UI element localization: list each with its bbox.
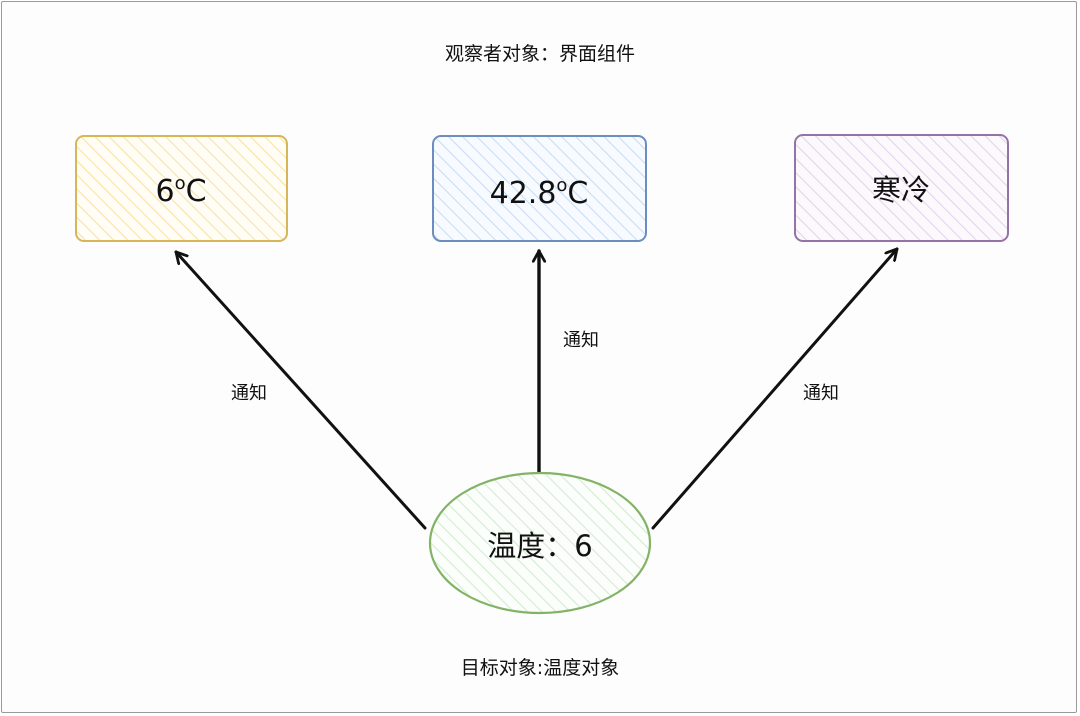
edge-to-celsius: 通知 <box>174 250 427 530</box>
observer-1-value: 6 <box>155 174 174 209</box>
edge-2-label: 通知 <box>563 330 599 351</box>
subject-caption: 目标对象:温度对象 <box>461 657 619 679</box>
observer-2-unit: C <box>567 176 588 211</box>
observer-box-status: 寒冷 <box>794 134 1009 242</box>
observer-1-unit: C <box>186 174 207 209</box>
edge-3-label: 通知 <box>803 383 839 404</box>
observer-2-degree: o <box>556 175 567 196</box>
observer-box-celsius: 6oC <box>75 135 288 242</box>
observer-box-celsius-label: 6oC <box>155 173 206 209</box>
edge-to-status: 通知 <box>651 247 899 530</box>
observer-caption: 观察者对象：界面组件 <box>445 43 635 65</box>
observer-3-label: 寒冷 <box>872 173 930 207</box>
subject-label: 温度：6 <box>487 529 592 563</box>
edge-to-fahrenheit: 通知 <box>539 249 599 474</box>
observer-1-degree: o <box>175 173 186 194</box>
edge-1-label: 通知 <box>231 383 267 404</box>
observer-box-fahrenheit: 42.8oC <box>432 135 647 242</box>
observer-2-value: 42.8 <box>490 176 557 211</box>
observer-box-fahrenheit-label: 42.8oC <box>490 175 589 211</box>
subject-ellipse: 温度：6 <box>428 471 652 615</box>
